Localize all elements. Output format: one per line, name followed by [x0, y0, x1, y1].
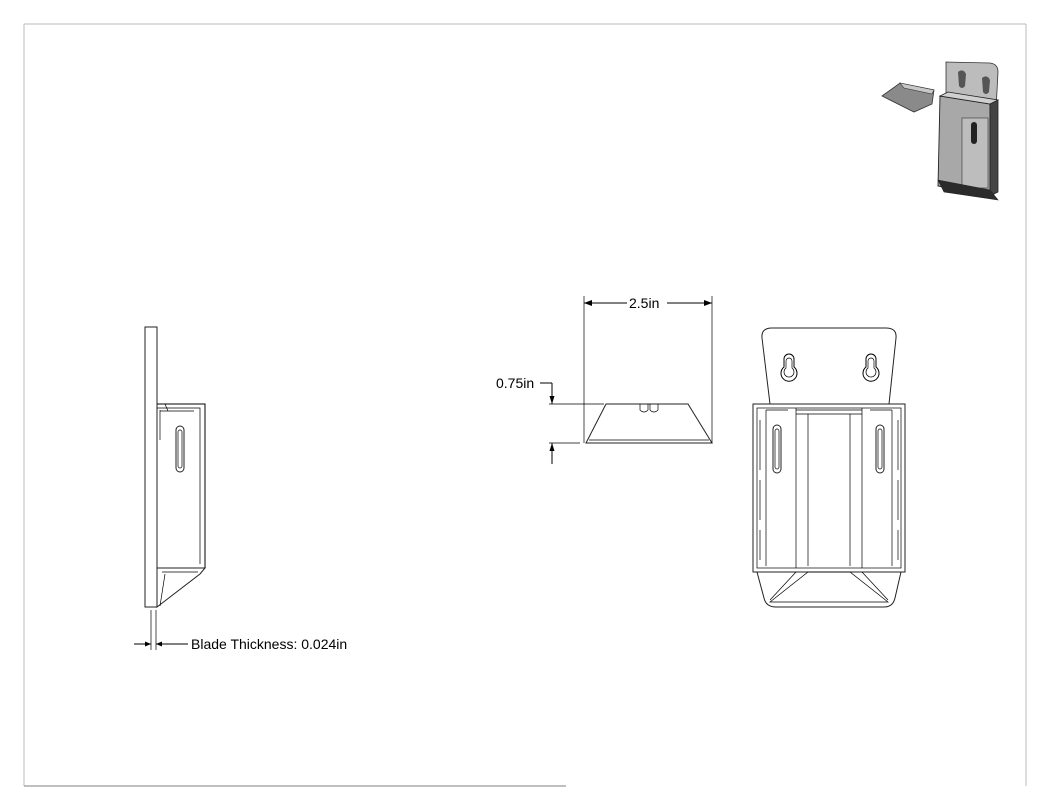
sheet-border — [23, 23, 1027, 787]
front-back-plate — [761, 327, 897, 405]
isometric-view — [881, 61, 1000, 201]
blade-height-label: 0.75in — [496, 375, 534, 391]
blade-length-label: 2.5in — [629, 295, 659, 311]
side-view: Blade Thickness: 0.024in — [134, 326, 347, 652]
front-view — [752, 327, 906, 608]
blade-outline — [585, 403, 713, 444]
blade-thickness-label: Blade Thickness: 0.024in — [191, 636, 347, 652]
front-bottom-trough — [756, 571, 902, 608]
blade-view: 2.5in 0.75in — [496, 295, 713, 464]
